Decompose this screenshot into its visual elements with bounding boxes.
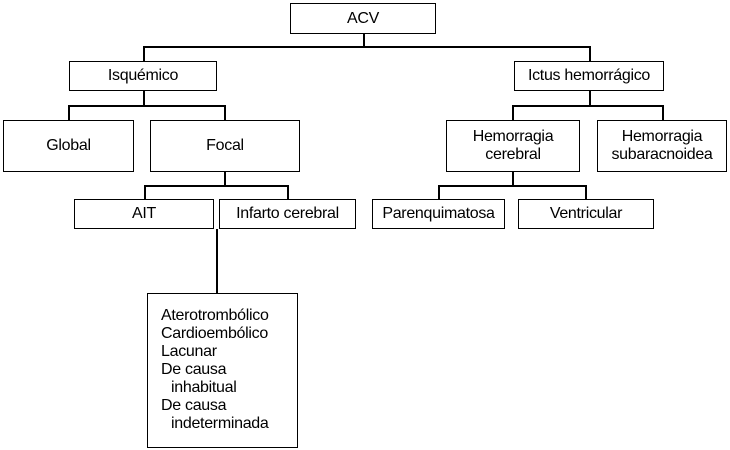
node-ait-label: AIT [132,205,156,222]
connector-to-vent [585,185,587,199]
connector-hcer-down [512,172,514,185]
node-hemorragia-cerebral: Hemorragia cerebral [446,120,580,172]
subtype-indeterminada-line2: indeterminada [171,415,269,432]
node-infarto-subtypes: Aterotrombólico Cardioembólico Lacunar D… [147,293,298,448]
node-hemorragia-subaracnoidea-line2: subaracnoidea [611,146,713,163]
connector-to-focal [224,105,226,120]
connector-ictus-branch [512,105,663,107]
subtype-list: Aterotrombólico Cardioembólico Lacunar D… [148,294,269,433]
node-ictus-hemorragico-label: Ictus hemorrágico [527,67,651,84]
connector-to-hsub [662,105,664,120]
node-focal: Focal [150,120,300,172]
node-hemorragia-cerebral-line2: cerebral [485,146,541,163]
connector-to-global [68,105,70,120]
node-parenquimatosa-label: Parenquimatosa [382,205,495,222]
node-hemorragia-subaracnoidea: Hemorragia subaracnoidea [597,120,727,172]
connector-focal-down [224,172,226,185]
connector-to-ait [144,185,146,199]
node-isquemico: Isquémico [69,61,217,91]
connector-hcer-branch [438,185,586,187]
node-global: Global [3,120,134,172]
node-global-label: Global [46,137,91,154]
node-infarto-cerebral-label: Infarto cerebral [236,205,339,222]
node-hemorragia-cerebral-line1: Hemorragia [472,128,554,145]
subtype-indeterminada-line1: De causa [161,397,227,414]
connector-to-isquemico [143,46,145,61]
node-ventricular-label: Ventricular [549,205,623,222]
node-infarto-cerebral: Infarto cerebral [219,199,356,229]
connector-isquemico-branch [68,105,225,107]
connector-isquemico-down [143,91,145,105]
subtype-inhabitual-line2: inhabitual [171,379,237,396]
node-ventricular: Ventricular [518,199,654,229]
connector-to-ictus [589,46,591,61]
node-hemorragia-subaracnoidea-line1: Hemorragia [621,128,703,145]
node-ictus-hemorragico: Ictus hemorrágico [514,61,664,91]
subtype-aterotrombolico: Aterotrombólico [161,307,269,324]
connector-focal-branch [144,185,288,187]
node-focal-label: Focal [206,137,244,154]
subtype-lacunar: Lacunar [161,343,217,360]
subtype-inhabitual-line1: De causa [161,361,227,378]
connector-acv-down [363,34,365,46]
node-isquemico-label: Isquémico [107,67,179,84]
node-parenquimatosa: Parenquimatosa [372,199,505,229]
subtype-cardioembolico: Cardioembólico [161,325,268,342]
node-ait: AIT [74,199,214,229]
node-acv: ACV [290,3,436,34]
connector-to-infarto [287,185,289,199]
connector-to-hcer [512,105,514,120]
connector-to-subtypes [216,229,218,293]
node-acv-label: ACV [347,9,379,27]
connector-acv-branch [143,46,590,48]
connector-ictus-down [589,91,591,105]
connector-to-parenq [438,185,440,199]
